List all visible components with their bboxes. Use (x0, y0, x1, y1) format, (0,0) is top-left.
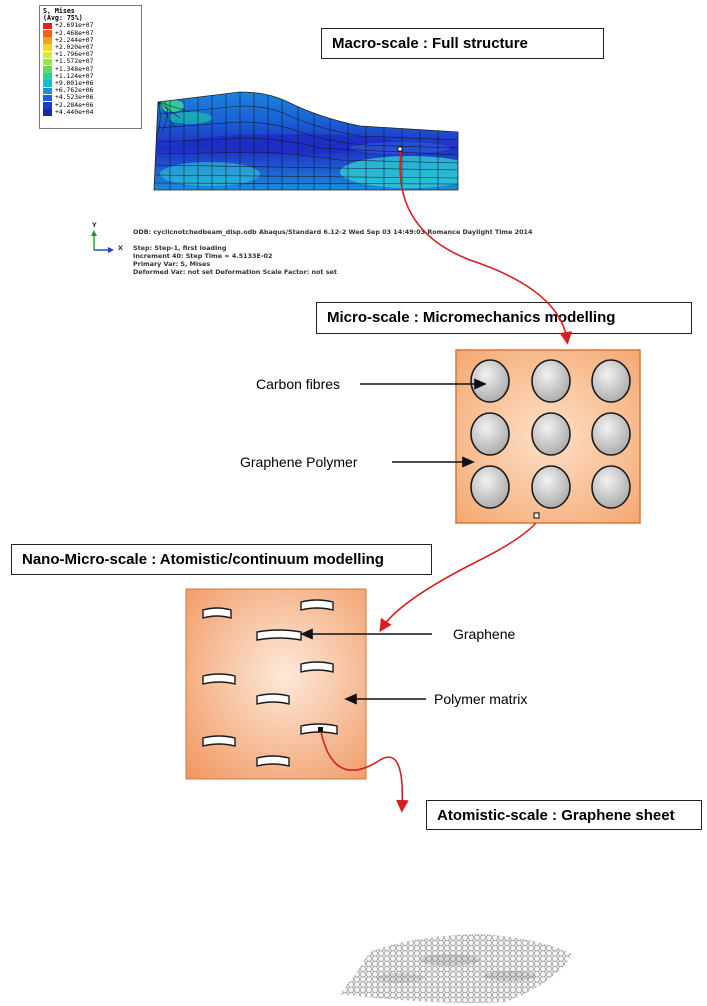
macro-to-micro-arrow (399, 151, 573, 345)
legend-value: +4.523e+06 (55, 93, 94, 102)
stress-legend: S, Mises (Avg: 75%) +2.691e+07+2.468e+07… (39, 5, 142, 129)
carbon-fibre (531, 359, 571, 403)
legend-row: +1.348e+07 (43, 64, 138, 73)
carbon-fibre (591, 412, 631, 456)
legend-swatch (43, 80, 52, 87)
nano-rve (185, 588, 367, 780)
micro-scale-title: Micro-scale : Micromechanics modelling (316, 302, 692, 334)
carbon-fibre (470, 412, 510, 456)
legend-value: +2.691e+07 (55, 21, 94, 30)
micro-to-nano-arrow (379, 522, 537, 633)
macro-scale-title: Macro-scale : Full structure (321, 28, 604, 59)
legend-swatch (43, 58, 52, 66)
graphene-platelet (202, 735, 236, 747)
legend-value: +6.762e+06 (55, 86, 94, 95)
carbon-fibre (591, 465, 631, 509)
legend-row: +4.440e+04 (43, 107, 138, 116)
legend-title: S, Mises (43, 7, 75, 15)
axis-y-label: Y (92, 221, 97, 229)
legend-swatch (43, 109, 52, 116)
legend-rows: +2.691e+07+2.468e+07+2.244e+07+2.020e+07… (43, 22, 138, 116)
carbon-fibre (531, 412, 571, 456)
carbon-fibre (470, 465, 510, 509)
legend-row: +1.572e+07 (43, 57, 138, 66)
legend-swatch (43, 65, 52, 73)
carbon-fibres-label: Carbon fibres (256, 376, 341, 392)
graphene-platelet (202, 607, 232, 619)
legend-swatch (43, 37, 52, 44)
legend-row: +1.124e+07 (43, 71, 138, 80)
legend-value: +1.124e+07 (55, 71, 94, 80)
legend-swatch (43, 94, 52, 102)
legend-value: +1.572e+07 (55, 57, 94, 66)
abaqus-step-line: Step: Step-1, first loading (133, 244, 227, 252)
legend-row: +6.762e+06 (43, 86, 138, 95)
legend-swatch (43, 44, 52, 51)
legend-row: +2.691e+07 (43, 21, 138, 30)
legend-swatch (43, 87, 52, 95)
legend-row: +2.020e+07 (43, 43, 138, 52)
graphene-platelet (256, 755, 290, 767)
polymer-matrix-label: Polymer matrix (434, 691, 528, 707)
legend-value: +2.020e+07 (55, 43, 94, 52)
legend-row: +4.523e+06 (43, 93, 138, 102)
coordinate-triad (91, 230, 114, 253)
beam-stress-plot (153, 91, 459, 191)
carbon-fibre (591, 359, 631, 403)
legend-value: +1.348e+07 (55, 64, 94, 73)
legend-row: +2.284e+06 (43, 100, 138, 109)
graphene-platelet (256, 693, 290, 705)
graphene-label: Graphene (453, 626, 516, 642)
graphene-polymer-label: Graphene Polymer (240, 454, 358, 470)
abaqus-increment-line: Increment 40: Step Time = 4.5133E-02 (133, 252, 273, 260)
legend-swatch (43, 101, 52, 109)
legend-swatch (43, 51, 52, 59)
graphene-platelet (300, 661, 334, 673)
legend-row: +2.244e+07 (43, 35, 138, 44)
legend-row: +1.796e+07 (43, 50, 138, 59)
atomistic-scale-title: Atomistic-scale : Graphene sheet (426, 800, 702, 830)
graphene-platelet (202, 673, 236, 685)
nano-to-atomistic-arrow (320, 731, 409, 813)
legend-swatch (43, 22, 52, 30)
abaqus-odb-line: ODB: cyclicnotchedbeam_disp.odb Abaqus/S… (133, 228, 533, 236)
legend-row: +2.468e+07 (43, 28, 138, 37)
legend-row: +9.001e+06 (43, 79, 138, 88)
abaqus-deformed-var-line: Deformed Var: not set Deformation Scale … (133, 268, 337, 276)
axis-x-label: X (118, 244, 123, 252)
graphene-platelet (256, 629, 302, 641)
nano-micro-scale-title: Nano-Micro-scale : Atomistic/continuum m… (11, 544, 432, 575)
carbon-fibre (531, 465, 571, 509)
legend-value: +2.244e+07 (55, 35, 94, 44)
abaqus-primary-var-line: Primary Var: S, Mises (133, 260, 211, 268)
legend-value: +9.001e+06 (55, 79, 94, 88)
legend-average: (Avg: 75%) (43, 14, 83, 23)
graphene-platelet (300, 599, 334, 611)
legend-swatch (43, 73, 52, 80)
legend-value: +1.796e+07 (55, 50, 94, 59)
legend-value: +4.440e+04 (55, 107, 94, 116)
legend-value: +2.284e+06 (55, 100, 94, 109)
legend-value: +2.468e+07 (55, 28, 94, 37)
carbon-fibre (470, 359, 510, 403)
graphene-sheet (340, 934, 572, 1003)
legend-swatch (43, 29, 52, 37)
